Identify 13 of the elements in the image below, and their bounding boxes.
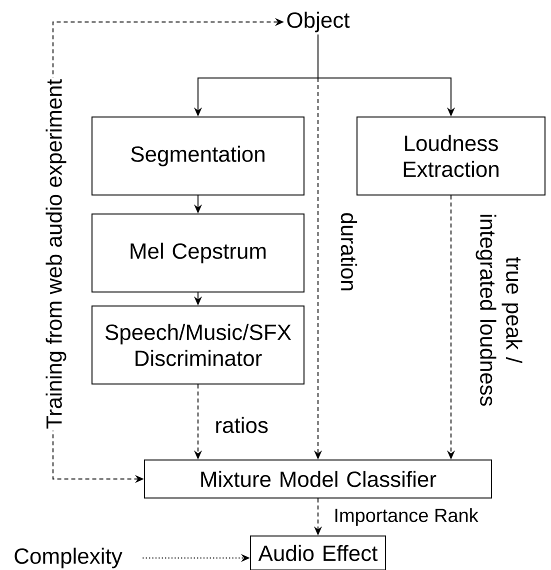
node-text: Complexity bbox=[14, 548, 122, 568]
process-box: Loudness Extraction bbox=[356, 116, 546, 196]
process-box: Mixture Model Classifier bbox=[144, 460, 492, 498]
edge-label: ratios bbox=[213, 415, 270, 435]
process-box: Mel Cepstrum bbox=[92, 214, 304, 292]
process-box: Segmentation bbox=[92, 116, 304, 196]
process-box: Audio Effect bbox=[250, 536, 386, 570]
edge-label: Training from web audio experiment bbox=[44, 77, 68, 431]
node-text: Object bbox=[287, 12, 350, 32]
edge-label: Importance Rank bbox=[332, 506, 480, 528]
edge-label: true peak / integrated loudness bbox=[474, 196, 524, 424]
edge-label: duration bbox=[339, 210, 359, 294]
process-box: Speech/Music/SFX Discriminator bbox=[92, 306, 304, 384]
